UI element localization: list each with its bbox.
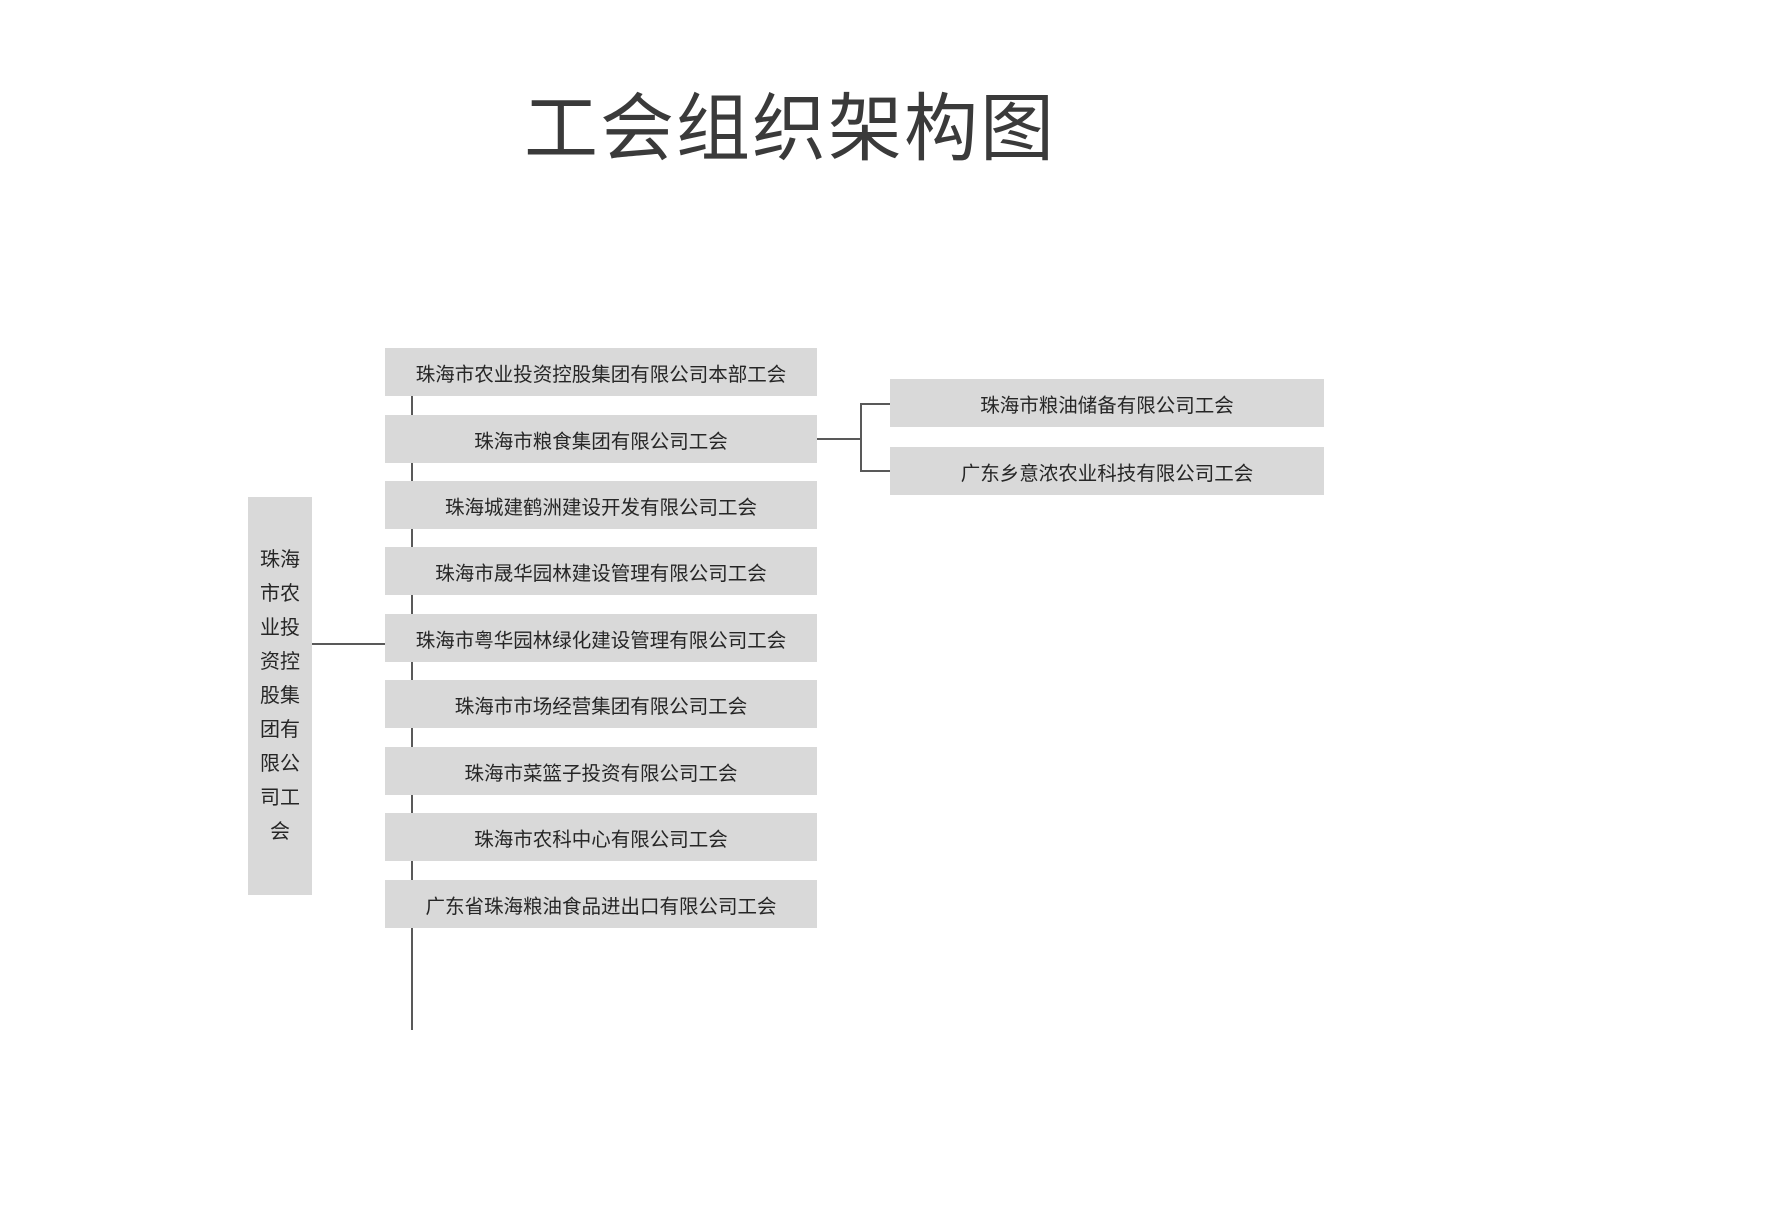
org-node-child-3-label: 珠海城建鹤洲建设开发有限公司工会 [444,496,757,519]
connector-sub-1 [860,403,890,405]
org-node-child-3[interactable]: 珠海城建鹤洲建设开发有限公司工会 [385,481,817,529]
org-node-child-7-label: 珠海市菜篮子投资有限公司工会 [464,762,738,785]
page-title: 工会组织架构图 [524,87,1056,170]
org-node-root-label: 珠海市农业投资控股集团有限公司工会 [260,549,300,843]
org-node-child-2[interactable]: 珠海市粮食集团有限公司工会 [385,415,817,463]
connector-sub-spine [860,403,862,471]
org-node-child-8-label: 珠海市农科中心有限公司工会 [474,828,728,851]
connector-sub-stub [817,438,861,440]
org-node-sub-2-label: 广东乡意浓农业科技有限公司工会 [960,462,1254,485]
org-node-child-7[interactable]: 珠海市菜篮子投资有限公司工会 [385,747,817,795]
org-node-child-9-label: 广东省珠海粮油食品进出口有限公司工会 [425,895,777,918]
org-node-child-2-label: 珠海市粮食集团有限公司工会 [474,430,728,453]
org-node-child-5[interactable]: 珠海市粤华园林绿化建设管理有限公司工会 [385,614,817,662]
org-node-sub-2[interactable]: 广东乡意浓农业科技有限公司工会 [890,447,1324,495]
org-node-child-1[interactable]: 珠海市农业投资控股集团有限公司本部工会 [385,348,817,396]
connector-sub-2 [860,470,890,472]
org-node-sub-1[interactable]: 珠海市粮油储备有限公司工会 [890,379,1324,427]
org-node-child-5-label: 珠海市粤华园林绿化建设管理有限公司工会 [415,629,787,652]
org-node-child-1-label: 珠海市农业投资控股集团有限公司本部工会 [415,363,787,386]
org-node-sub-1-label: 珠海市粮油储备有限公司工会 [980,394,1234,417]
org-node-child-9[interactable]: 广东省珠海粮油食品进出口有限公司工会 [385,880,817,928]
org-node-child-8[interactable]: 珠海市农科中心有限公司工会 [385,813,817,861]
org-node-child-4-label: 珠海市晟华园林建设管理有限公司工会 [435,562,767,585]
org-node-child-6-label: 珠海市市场经营集团有限公司工会 [454,695,748,718]
connector-root-stub [312,643,412,645]
org-node-child-6[interactable]: 珠海市市场经营集团有限公司工会 [385,680,817,728]
org-node-child-4[interactable]: 珠海市晟华园林建设管理有限公司工会 [385,547,817,595]
org-node-root[interactable]: 珠海市农业投资控股集团有限公司工会 [248,497,312,895]
